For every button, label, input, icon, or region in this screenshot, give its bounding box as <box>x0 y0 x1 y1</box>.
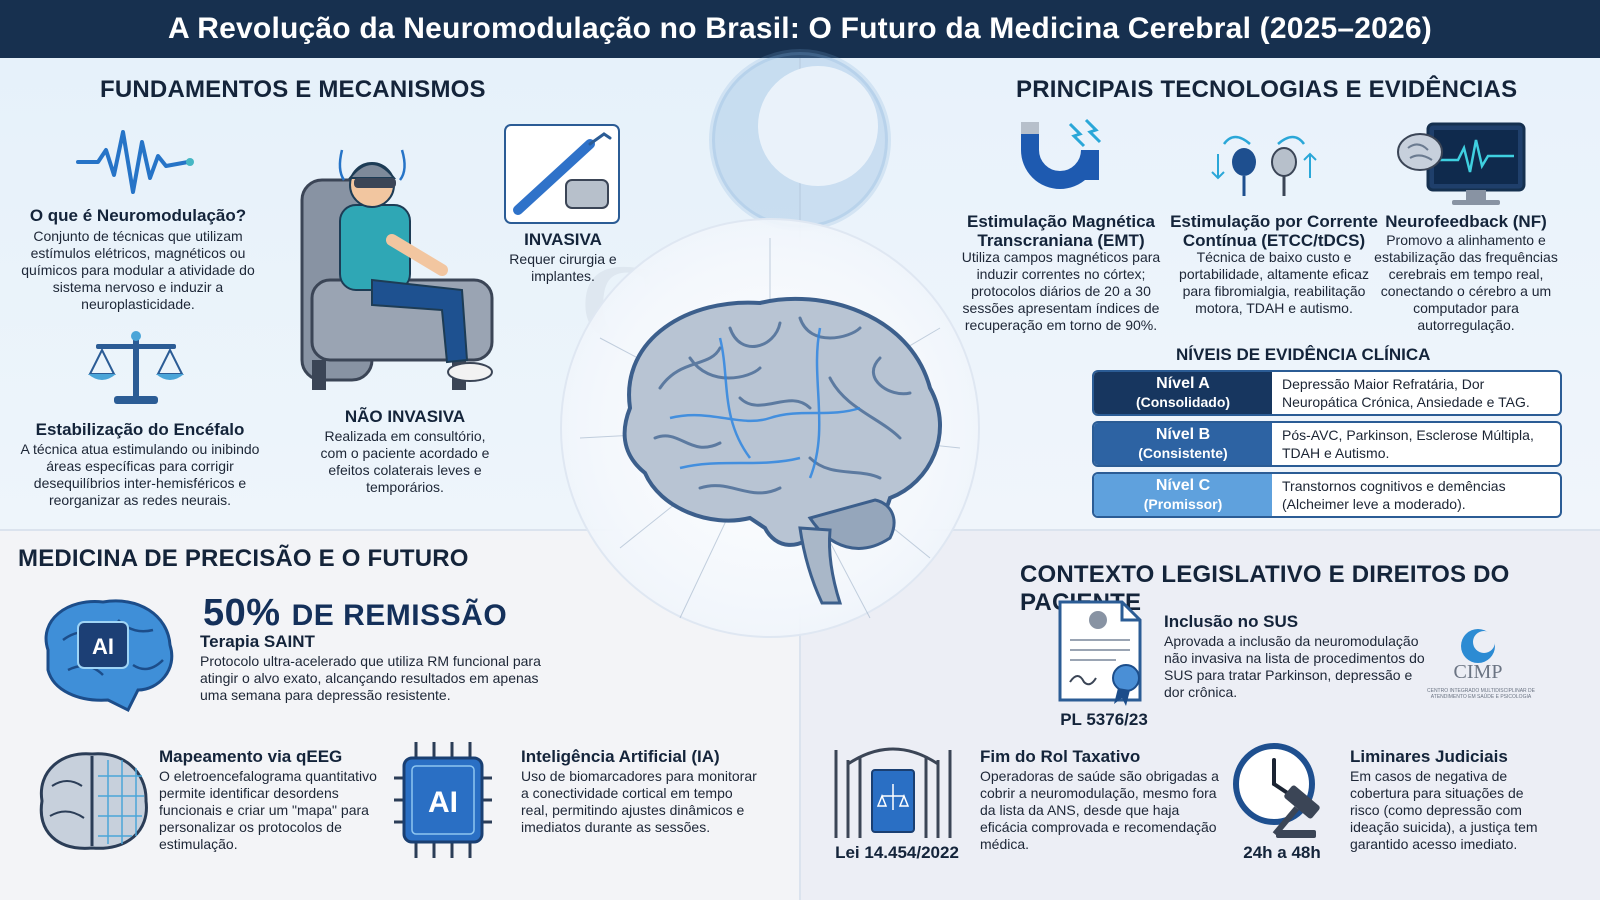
evidence-level-a-sub: (Consolidado) <box>1135 394 1231 410</box>
wave-icon <box>76 130 194 194</box>
clock-gavel-icon <box>1233 743 1320 838</box>
liminares-heading: Liminares Judiciais <box>1350 747 1508 766</box>
nf-text: Promovo a alinhamento e estabilização da… <box>1374 232 1558 333</box>
remission-suffix: DE REMISSÃO <box>291 599 508 632</box>
ia-heading: Inteligência Artificial (IA) <box>521 747 720 766</box>
rol-heading: Fim do Rol Taxativo <box>980 747 1141 766</box>
legislativo-panel <box>800 530 1600 900</box>
evidence-level-b-sub: (Consistente) <box>1138 445 1228 461</box>
evidence-row-a: Nível A (Consolidado) Depressão Maior Re… <box>1092 370 1562 416</box>
qeeg-brain-icon <box>39 752 148 850</box>
emt-heading: Estimulação Magnética Transcraniana (EMT… <box>966 212 1155 250</box>
invasiva-text: Requer cirurgia e implantes. <box>509 251 617 284</box>
remission-number: 50% <box>203 592 281 634</box>
evidence-level-b: Nível B (Consistente) <box>1094 423 1272 465</box>
evidence-level-b-label: Nível B <box>1155 426 1211 443</box>
evidence-desc-b: Pós-AVC, Parkinson, Esclerose Múltipla, … <box>1282 427 1534 461</box>
saint-text: Protocolo ultra-acelerado que utiliza RM… <box>200 653 541 703</box>
liminares-caption: 24h a 48h <box>1243 843 1321 862</box>
sus-caption: PL 5376/23 <box>1060 710 1148 729</box>
evidence-level-a: Nível A (Consolidado) <box>1094 372 1272 414</box>
balance-scale-icon <box>88 331 184 404</box>
ai-brain-icon: AI <box>44 599 174 713</box>
cimp-logo-subtitle: CENTRO INTEGRADO MULTIDISCIPLINAR DE ATE… <box>1427 688 1535 700</box>
evidence-row-c: Nível C (Promissor) Transtornos cognitiv… <box>1092 472 1562 518</box>
saint-heading: Terapia SAINT <box>200 632 315 651</box>
niveis-title: NÍVEIS DE EVIDÊNCIA CLÍNICA <box>1176 345 1431 364</box>
tecnologias-title: PRINCIPAIS TECNOLOGIAS E EVIDÊNCIAS <box>1016 76 1518 103</box>
etcc-text: Técnica de baixo custo e portabilidade, … <box>1179 249 1369 316</box>
ai-chip-label: AI <box>92 634 114 659</box>
page-title: A Revolução da Neuromodulação no Brasil:… <box>0 0 1600 58</box>
estabilizacao-text: A técnica atua estimulando ou inibindo á… <box>20 441 260 508</box>
electrodes-icon <box>1211 135 1317 196</box>
brain-icon <box>579 238 961 619</box>
neuromod-heading: O que é Neuromodulação? <box>29 206 247 225</box>
evidence-row-b: Nível B (Consistente) Pós-AVC, Parkinson… <box>1092 421 1562 467</box>
estabilizacao-heading: Estabilização do Encéfalo <box>35 420 245 439</box>
ai-chip-icon: AI <box>394 742 492 858</box>
evidence-level-c: Nível C (Promissor) <box>1094 474 1272 516</box>
evidence-desc-a: Depressão Maior Refratária, Dor Neuropát… <box>1282 376 1530 410</box>
emt-text: Utiliza campos magnéticos para induzir c… <box>961 249 1161 333</box>
gate-law-icon <box>834 747 952 838</box>
evidence-level-c-label: Nível C <box>1155 477 1211 494</box>
cimp-logo-icon <box>1461 629 1495 663</box>
qeeg-text: O eletroencefalograma quantitativo permi… <box>159 768 377 852</box>
evidence-level-c-sub: (Promissor) <box>1143 496 1223 512</box>
ai-chip-text: AI <box>428 786 458 819</box>
evidence-desc-c: Transtornos cognitivos e demências (Alch… <box>1282 478 1506 512</box>
rol-caption: Lei 14.454/2022 <box>835 843 959 862</box>
remission-stat: 50% DE REMISSÃO <box>203 592 507 635</box>
invasive-probe-icon <box>504 124 620 224</box>
rol-text: Operadoras de saúde são obrigadas a cobr… <box>980 768 1219 852</box>
neuromod-text: Conjunto de técnicas que utilizam estímu… <box>21 228 255 312</box>
watermark-logo-icon <box>709 49 891 231</box>
patient-chair-icon <box>300 149 494 390</box>
ia-text: Uso de biomarcadores para monitorar a co… <box>521 768 757 835</box>
nao-invasiva-text: Realizada em consultório, com o paciente… <box>320 428 490 495</box>
sus-heading: Inclusão no SUS <box>1164 612 1299 631</box>
sus-text: Aprovada a inclusão da neuromodulação nã… <box>1164 633 1425 700</box>
evidence-level-a-label: Nível A <box>1156 375 1210 392</box>
neurofeedback-monitor-icon <box>1397 122 1526 205</box>
cimp-logo-name: CIMP <box>1453 661 1503 683</box>
qeeg-heading: Mapeamento via qEEG <box>159 747 343 766</box>
liminares-text: Em casos de negativa de cobertura para s… <box>1350 768 1538 852</box>
nf-heading: Neurofeedback (NF) <box>1385 212 1547 231</box>
fundamentos-title: FUNDAMENTOS E MECANISMOS <box>100 76 486 103</box>
precisao-title: MEDICINA DE PRECISÃO E O FUTURO <box>18 545 469 572</box>
magnet-icon <box>1021 118 1102 189</box>
nao-invasiva-heading: NÃO INVASIVA <box>344 407 466 426</box>
document-seal-icon <box>1058 600 1142 706</box>
invasiva-heading: INVASIVA <box>524 230 602 249</box>
etcc-heading: Estimulação por Corrente Contínua (ETCC/… <box>1170 212 1378 250</box>
